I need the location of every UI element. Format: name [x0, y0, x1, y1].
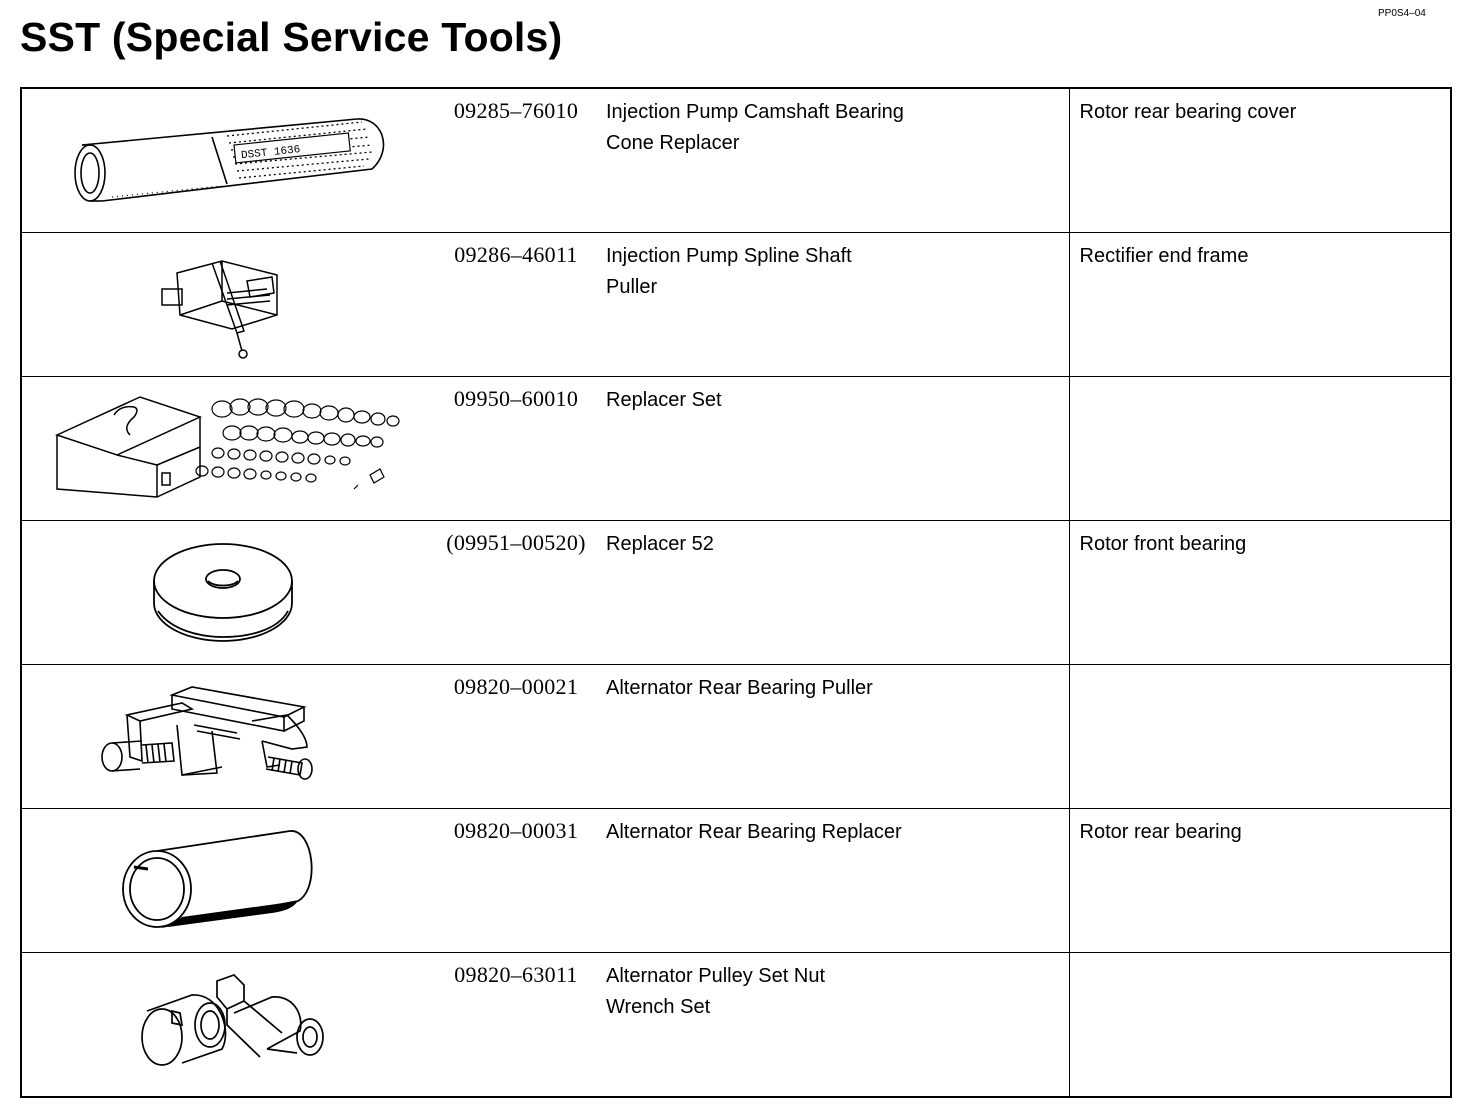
part-number: (09951–00520) [446, 530, 586, 555]
tool-illustration-cell [21, 520, 426, 665]
tool-use: Rectifier end frame [1079, 245, 1249, 267]
tool-illustration-cell [21, 232, 426, 377]
tool-name: Alternator Rear Bearing Replacer [606, 821, 902, 843]
tool-use [1070, 953, 1451, 961]
page-title: SST (Special Service Tools) [20, 14, 563, 60]
part-number: 09285–76010 [453, 98, 579, 123]
table-row: DSST 1636 09285–76010 Injection Pump Cam… [21, 87, 1451, 233]
table-row: 09950–60010 Replacer Set [21, 376, 1451, 521]
tool-illustration-cell [21, 376, 426, 521]
rear-bearing-puller-icon [101, 686, 313, 780]
rear-bearing-replacer-icon [122, 830, 313, 928]
tool-name: Replacer Set [606, 389, 722, 411]
table-row: (09951–00520) Replacer 52 Rotor front be… [21, 520, 1451, 665]
part-number: 09820–63011 [454, 962, 578, 987]
page-code: PP0S4–04 [1378, 8, 1426, 19]
part-number: 09820–00031 [453, 818, 579, 843]
table-row: 09820–00021 Alternator Rear Bearing Pull… [21, 664, 1451, 809]
part-number: 09820–00021 [453, 674, 579, 699]
tool-illustration-cell [21, 664, 426, 809]
tool-illustration-cell [21, 952, 426, 1098]
tool-use: Rotor rear bearing cover [1079, 101, 1297, 123]
tool-illustration-cell [21, 808, 426, 953]
tool-use: Rotor front bearing [1079, 533, 1247, 555]
part-number: 09950–60010 [453, 386, 579, 411]
part-number: 09286–46011 [454, 242, 578, 267]
pulley-nut-wrench-set-icon [141, 974, 324, 1066]
tool-name: Alternator Rear Bearing Puller [606, 677, 873, 699]
table-row: 09820–00031 Alternator Rear Bearing Repl… [21, 808, 1451, 953]
bearing-cone-replacer-icon: DSST 1636 [74, 118, 385, 202]
tool-name: Replacer 52 [606, 533, 714, 555]
tool-use: Rotor rear bearing [1079, 821, 1242, 843]
sst-table: DSST 1636 09285–76010 Injection Pump Cam… [20, 87, 1452, 1098]
spline-shaft-puller-icon [161, 260, 278, 359]
replacer-52-icon [153, 543, 293, 642]
replacer-set-icon [54, 396, 400, 498]
tool-use [1070, 665, 1451, 673]
tool-illustration-cell: DSST 1636 [21, 87, 426, 233]
tool-use [1070, 377, 1451, 385]
